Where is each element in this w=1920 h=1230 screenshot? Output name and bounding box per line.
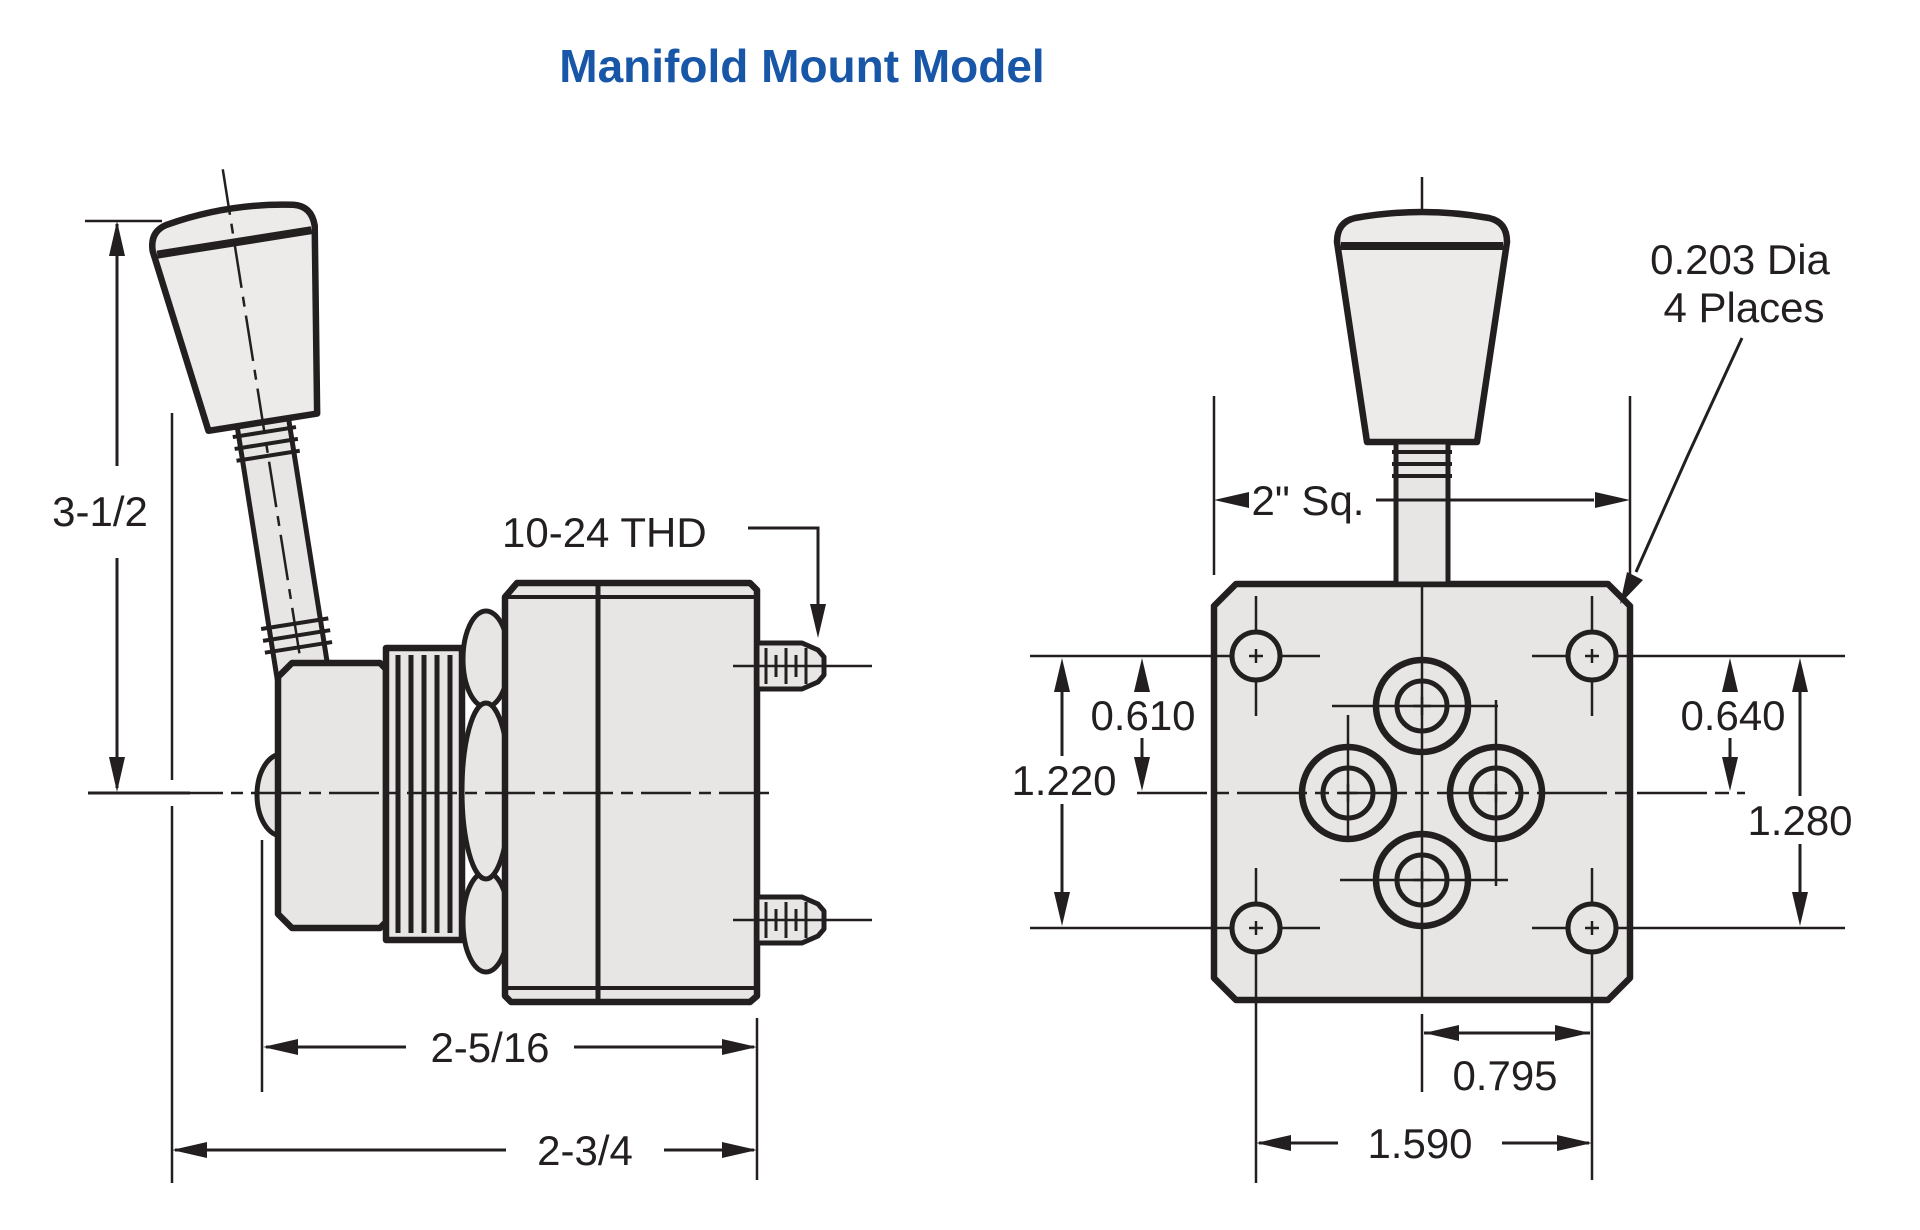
hole-note-line2: 4 Places <box>1663 284 1824 331</box>
bottom-inner-dim-label: 0.795 <box>1452 1052 1557 1099</box>
hole-callout: 0.203 Dia 4 Places <box>1620 236 1831 604</box>
dim-1590: 1.590 <box>1256 1120 1592 1167</box>
hole-note-line1: 0.203 Dia <box>1650 236 1830 283</box>
dim-0610: 0.610 <box>1090 658 1196 791</box>
face-view: 2" Sq. 0.203 Dia 4 Places 0.610 1.220 <box>1011 177 1853 1183</box>
bottom-stud <box>733 894 872 946</box>
ports <box>1298 656 1546 930</box>
front-knob <box>1333 208 1511 446</box>
port-left <box>1298 743 1398 843</box>
page-title: Manifold Mount Model <box>559 40 1044 92</box>
port-bottom-inner <box>1394 852 1450 908</box>
dim-2-3-4: 2-3/4 <box>170 413 757 1183</box>
collar-line <box>236 448 301 463</box>
top-stud <box>733 640 872 692</box>
height-dim-label: 3-1/2 <box>52 488 148 535</box>
dim-1220: 1.220 <box>1011 658 1117 926</box>
dim-1280: 1.280 <box>1747 658 1853 926</box>
lower-right-dim-label: 1.280 <box>1747 797 1852 844</box>
pivot-cap <box>274 659 390 932</box>
thread-callout: 10-24 THD <box>502 509 826 638</box>
side-lever <box>149 169 338 773</box>
port-top-inner <box>1394 678 1450 734</box>
port-bottom <box>1372 830 1472 930</box>
lever-knob <box>149 201 321 435</box>
dim-0640: 0.640 <box>1680 658 1786 791</box>
dim-2-sq: 2" Sq. <box>1212 396 1632 575</box>
inner-width-label: 2-5/16 <box>430 1024 549 1071</box>
dim-3-1-2: 3-1/2 <box>52 219 190 795</box>
dim-2-5-16: 2-5/16 <box>260 840 759 1180</box>
upper-left-dim-label: 0.610 <box>1090 692 1195 739</box>
lower-left-dim-label: 1.220 <box>1011 757 1116 804</box>
dim-0795: 0.795 <box>1424 1025 1590 1099</box>
port-top <box>1372 656 1472 756</box>
side-view: 3-1/2 10-24 THD 2-5/16 2-3/4 <box>52 169 872 1183</box>
port-right-inner <box>1468 765 1524 821</box>
bottom-outer-dim-label: 1.590 <box>1367 1120 1472 1167</box>
square-dim-label: 2" Sq. <box>1252 477 1365 524</box>
overall-width-label: 2-3/4 <box>537 1127 633 1174</box>
port-right <box>1446 743 1546 843</box>
thread-label: 10-24 THD <box>502 509 707 556</box>
upper-right-dim-label: 0.640 <box>1680 692 1785 739</box>
port-left-inner <box>1320 765 1376 821</box>
mounting-holes <box>1030 596 1845 1183</box>
